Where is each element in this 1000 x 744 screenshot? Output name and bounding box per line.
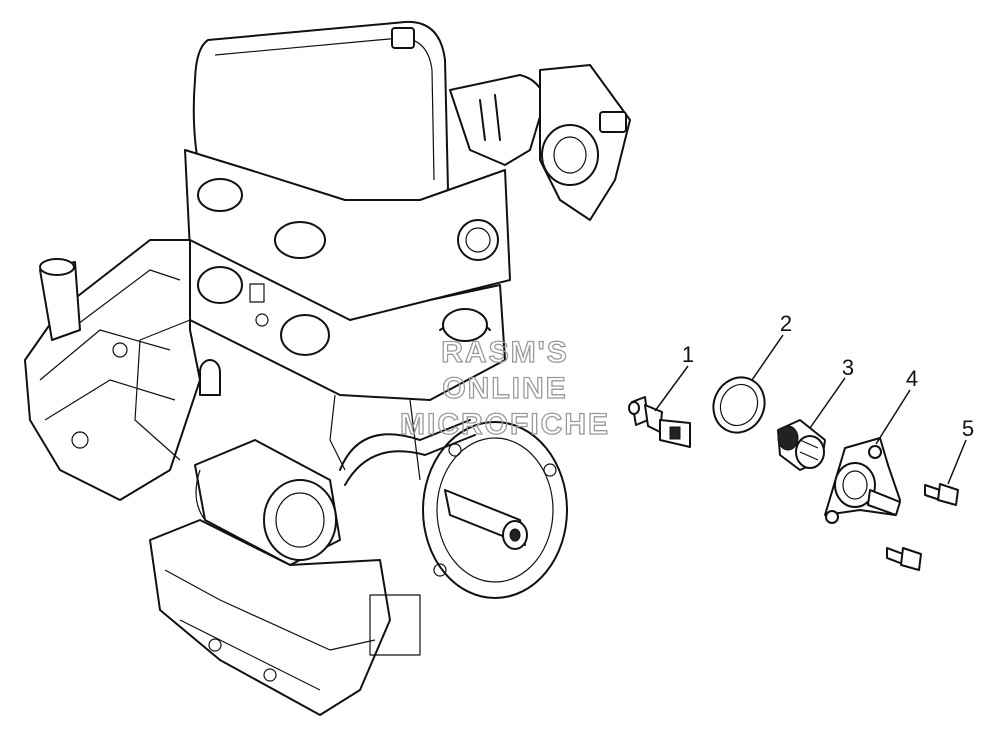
part-thermostat-housing: [824, 437, 901, 524]
part-o-ring: [712, 376, 766, 434]
crankcase: [24, 239, 201, 501]
part-thermostat: [777, 419, 826, 471]
throttle-body: [449, 64, 631, 221]
callout-4: 4: [906, 366, 918, 391]
part-bolts: [886, 483, 959, 571]
leader-line-3: [809, 377, 846, 429]
watermark: RASM'S ONLINE MICROFICHE: [399, 335, 610, 441]
oil-pan: [149, 519, 421, 716]
callout-2: 2: [780, 311, 792, 336]
leader-line-1: [654, 365, 689, 412]
leader-line-4: [875, 389, 911, 445]
leader-line-5: [947, 439, 967, 485]
watermark-line-2: ONLINE: [442, 372, 567, 405]
callout-5: 5: [962, 416, 974, 441]
hoses: [199, 308, 491, 486]
callout-3: 3: [842, 355, 854, 380]
leader-line-2: [751, 334, 784, 381]
oil-filter: [194, 439, 341, 566]
watermark-line-1: RASM'S: [441, 336, 568, 369]
callout-1: 1: [682, 342, 694, 367]
cylinder-block: [189, 239, 506, 401]
engine-assembly: [24, 20, 631, 716]
callouts: 1 2 3 4 5: [654, 311, 974, 485]
bolt-upper: [924, 483, 959, 506]
stator-cover: [422, 421, 568, 599]
part-temperature-sensor: [628, 396, 691, 448]
watermark-line-3: MICROFICHE: [400, 408, 610, 441]
bolt-lower: [886, 547, 922, 571]
